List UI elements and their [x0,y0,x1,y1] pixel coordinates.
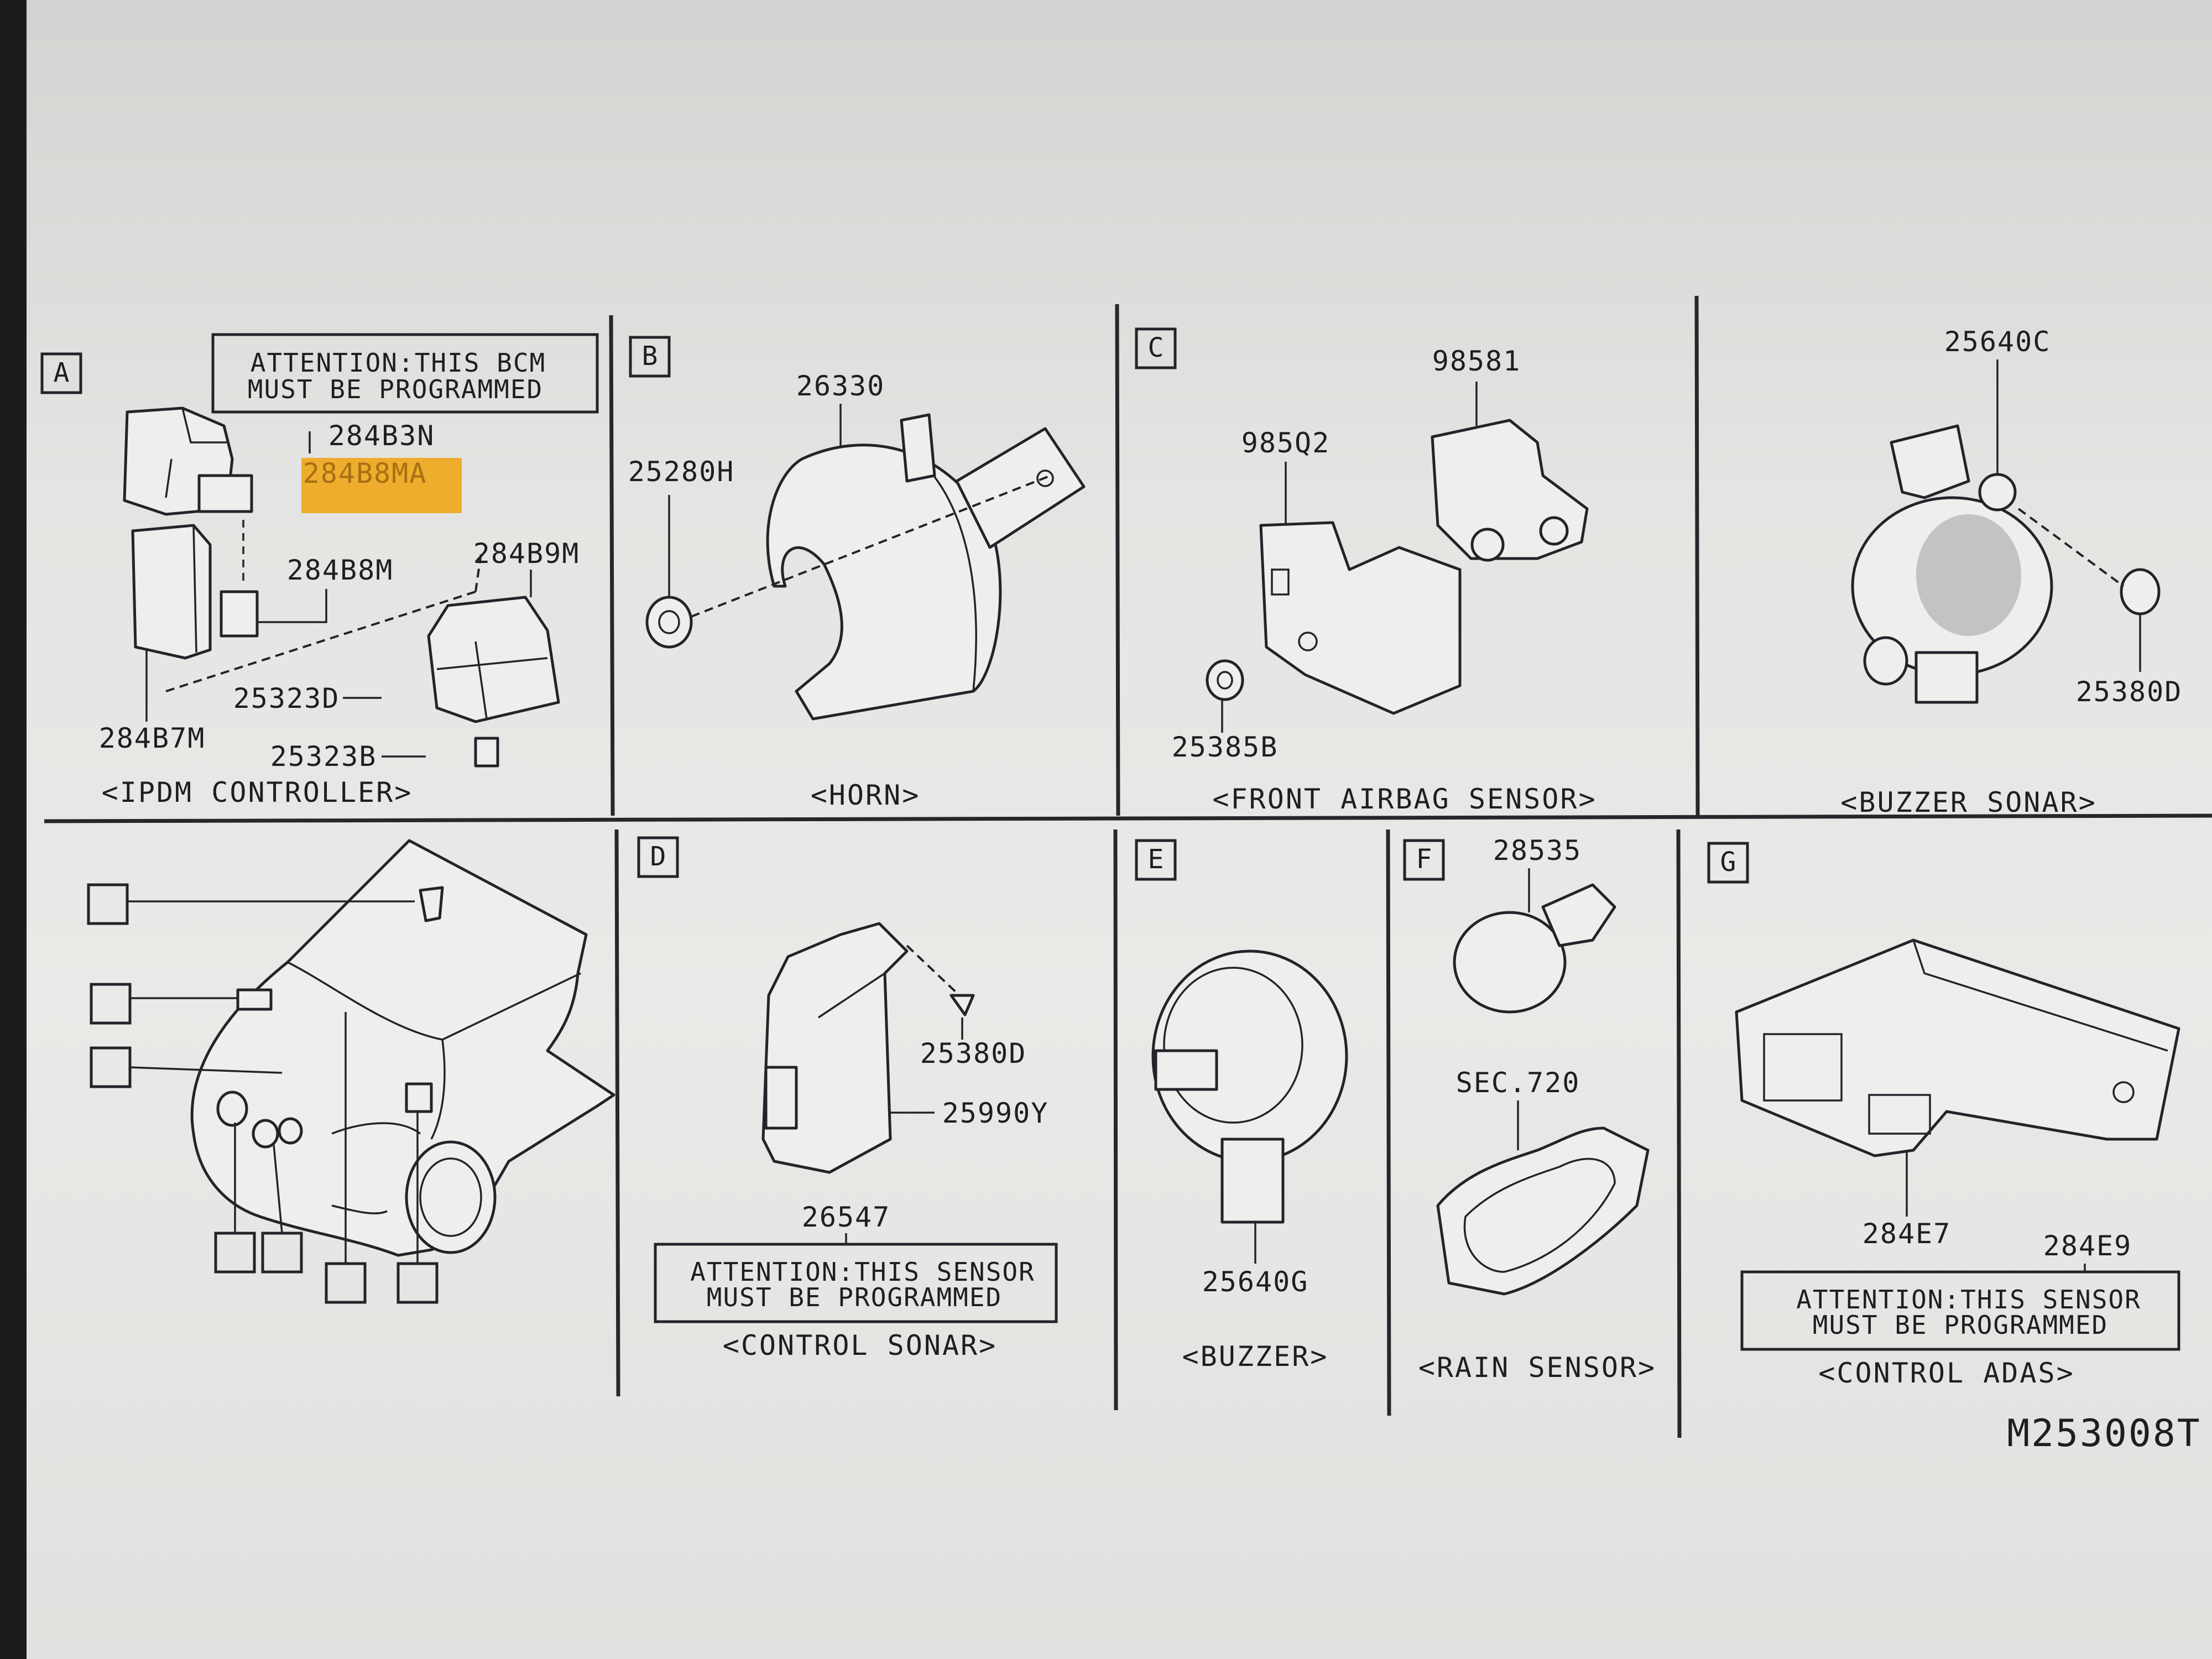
panel-e-buzzer: E 25640G <BUZZER> [1135,839,1348,1373]
part-number-284e7: 284E7 [1863,1218,1952,1250]
panel-c-caption: <FRONT AIRBAG SENSOR> [1212,783,1597,815]
highlighted-part-marker [301,458,462,513]
monitor-bezel [0,0,27,1659]
panel-e-letter: E [1148,844,1164,875]
panel-d-letter: D [650,841,666,872]
panel-g-attention-line-1: ATTENTION:THIS SENSOR [1796,1285,2141,1314]
control-sonar-drawing [761,922,909,1174]
panel-b-horn: B 26330 25280H <HORN> [628,336,1086,811]
rain-sensor-drawing [1453,911,1567,1014]
part-number-284e9: 284E9 [2043,1230,2132,1262]
part-number-26547: 26547 [802,1201,891,1233]
panel-g-letter: G [1720,847,1736,878]
part-number-25640c: 25640C [1944,326,2051,358]
part-number-985q2: 985Q2 [1241,427,1331,459]
part-number-284b8ma: 284B8MA [303,457,427,489]
panel-a-attention-line-1: ATTENTION:THIS BCM [251,348,546,378]
horn-drawing [766,444,1002,721]
part-number-284b9m: 284B9M [473,538,580,570]
part-number-25323b: 25323B [270,740,377,773]
buzzer-sonar-caption: <BUZZER SONAR> [1840,786,2096,818]
panel-vehicle-locator [87,839,615,1304]
part-number-28535: 28535 [1493,834,1582,867]
panel-d-attention-line-1: ATTENTION:THIS SENSOR [690,1257,1035,1287]
part-number-25385b: 25385B [1172,731,1279,763]
panel-a-ipdm-controller: A ATTENTION:THIS BCM MUST BE PROGRAMMED [40,333,599,808]
panel-c-front-airbag-sensor: C 98581 985Q2 25385B <FRONT AIRBAG SENSO… [1135,327,1597,815]
part-number-25640g: 25640G [1202,1266,1309,1298]
panel-e-caption: <BUZZER> [1182,1340,1329,1373]
panel-d-caption: <CONTROL SONAR> [723,1329,998,1361]
part-number-25380d-lower: 25380D [920,1037,1027,1070]
panel-b-letter: B [642,341,658,372]
panel-d-attention-line-2: MUST BE PROGRAMMED [707,1282,1003,1312]
part-number-284b3n: 284B3N [328,420,435,452]
panel-a-attention-box [211,333,599,414]
panel-b-caption: <HORN> [811,779,921,811]
panel-f-letter: F [1416,844,1432,875]
panel-g-control-adas: G 284E7 284E9 ATTENTION:THIS SENSOR MUST… [1707,842,2180,1389]
panel-grid [44,295,2212,1438]
part-number-98581: 98581 [1432,345,1521,377]
vehicle-outline-drawing [190,839,615,1257]
airbag-bracket-drawing [1259,521,1462,715]
panel-a-attention-line-2: MUST BE PROGRAMMED [248,374,544,404]
part-number-26330: 26330 [796,370,885,402]
part-number-25990y: 25990Y [942,1097,1049,1129]
adas-camera-module-drawing [1735,938,2180,1157]
part-number-25380d-upper: 25380D [2076,676,2183,708]
diagram-code: M253008T [2007,1412,2201,1455]
panel-a-caption: <IPDM CONTROLLER> [102,776,413,808]
part-number-284b8m: 284B8M [287,554,394,586]
sec-720-reference: SEC.720 [1456,1067,1580,1099]
panel-a-letter-box [40,352,82,394]
part-number-25280h: 25280H [628,456,735,488]
part-number-25323d: 25323D [233,682,340,714]
panel-buzzer-sonar: 25640C 25380D <BUZZER SONAR> [1840,326,2183,818]
panel-g-attention-line-2: MUST BE PROGRAMMED [1813,1310,2109,1340]
ipdm-relay-box-drawing [427,596,560,723]
panel-c-letter: C [1148,332,1164,363]
ipdm-module-drawing [131,524,212,660]
rain-sensor-bracket-drawing [1436,1126,1650,1296]
panel-f-caption: <RAIN SENSOR> [1418,1352,1656,1384]
part-number-284b7m: 284B7M [99,722,206,754]
panel-f-rain-sensor: F 28535 SEC.720 <RAIN SENSOR> [1403,834,1656,1384]
panel-a-letter: A [54,357,70,388]
panel-g-caption: <CONTROL ADAS> [1818,1357,2074,1389]
panel-d-control-sonar: D 25380D 25990Y 26547 ATTENTION:THIS SEN… [637,836,1058,1361]
